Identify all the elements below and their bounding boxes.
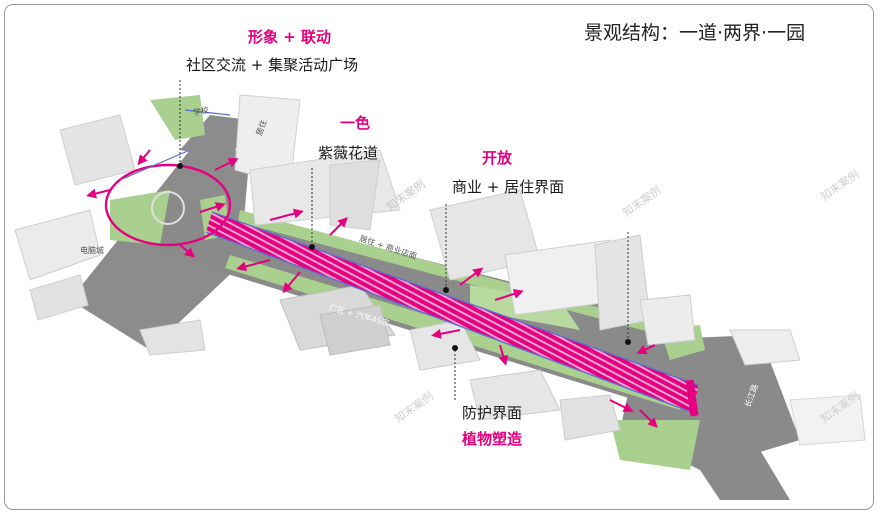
callout-interaction-text: 社区交流 + 集聚活动广场 bbox=[186, 56, 359, 74]
callout-interaction-heading: 形象 + 联动 bbox=[248, 28, 332, 46]
callout-leaders bbox=[179, 80, 629, 400]
buildings bbox=[14, 94, 866, 446]
callout-protect-text: 防护界面 bbox=[462, 404, 523, 422]
roundabout bbox=[104, 109, 232, 247]
diagram-title: 景观结构：一道·两界·一园 bbox=[584, 22, 806, 44]
callout-color-heading: 一色 bbox=[340, 114, 371, 132]
callout-color-text: 紫薇花道 bbox=[318, 144, 379, 162]
callout-dots bbox=[177, 163, 631, 351]
callout-protect-heading: 植物塑造 bbox=[462, 430, 523, 448]
callout-open-text: 商业 + 居住界面 bbox=[452, 178, 565, 196]
callout-open-heading: 开放 bbox=[482, 149, 513, 167]
map-label-neighborhood: 电脑城 bbox=[80, 246, 104, 255]
flow-arrows bbox=[86, 149, 658, 428]
boulevard bbox=[205, 211, 699, 417]
